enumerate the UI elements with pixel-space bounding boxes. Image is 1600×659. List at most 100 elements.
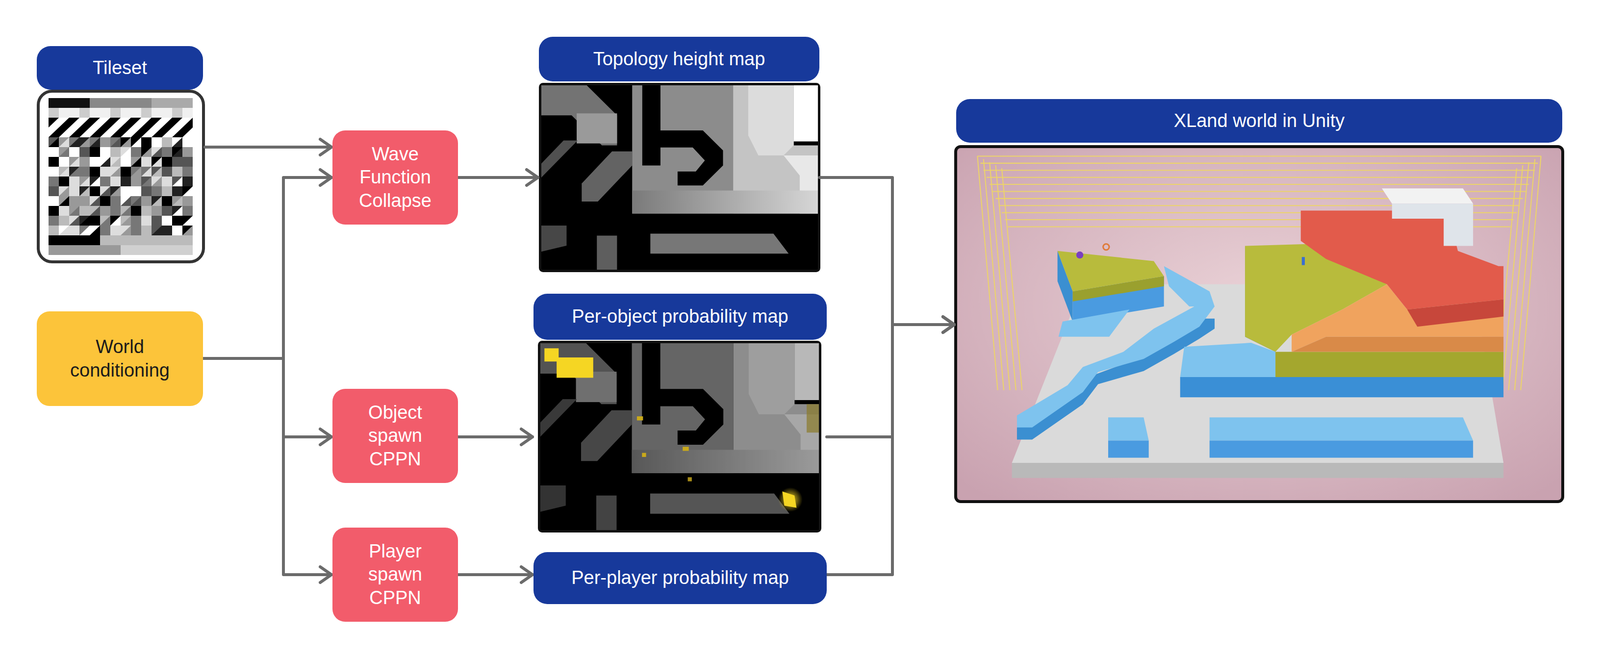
process-box: Player spawn CPPN [332, 527, 458, 622]
illustration-shape [151, 205, 162, 216]
illustration-shape [130, 186, 142, 197]
illustration-shape [89, 117, 101, 128]
illustration-shape [79, 127, 90, 138]
illustration-shape [182, 186, 193, 197]
illustration-shape [151, 215, 162, 226]
illustration-shape [151, 127, 162, 138]
illustration-shape [79, 176, 90, 187]
illustration-shape [161, 196, 173, 206]
illustration-shape [130, 137, 142, 148]
illustration-shape [687, 477, 692, 482]
illustration-shape [120, 205, 131, 216]
illustration-shape [89, 98, 101, 108]
illustration-shape [182, 156, 193, 167]
illustration-shape [79, 137, 90, 148]
illustration-shape [172, 166, 183, 177]
illustration-shape [182, 225, 193, 236]
illustration-shape [100, 166, 111, 177]
header-pill: Topology height map [538, 36, 820, 82]
illustration-shape [161, 205, 173, 216]
illustration-shape [172, 205, 183, 216]
flow-arrow [203, 358, 332, 437]
illustration-shape [48, 186, 59, 197]
illustration-shape [79, 186, 90, 197]
illustration-shape [120, 225, 131, 236]
illustration-shape [151, 166, 162, 177]
illustration-shape [778, 487, 803, 512]
illustration-shape [151, 225, 162, 236]
illustration-shape [69, 205, 80, 216]
illustration-shape [540, 343, 819, 531]
flow-arrow [457, 573, 533, 577]
illustration-shape [182, 186, 193, 197]
illustration-shape [89, 215, 101, 226]
illustration-shape [151, 147, 162, 157]
illustration-shape [100, 196, 111, 206]
illustration-shape [1407, 299, 1504, 328]
illustration-shape [130, 245, 142, 255]
illustration-shape [89, 137, 101, 148]
illustration-shape [556, 357, 594, 378]
illustration-shape [69, 196, 80, 206]
illustration-shape [977, 155, 1541, 478]
illustration-shape [151, 156, 162, 167]
illustration-shape [161, 156, 173, 167]
process-box: Object spawn CPPN [332, 388, 458, 483]
illustration-shape [172, 127, 183, 138]
illustration-shape [38, 91, 204, 262]
illustration-shape [636, 416, 643, 421]
node-label: Per-object probability map [571, 304, 788, 329]
illustration-shape [151, 196, 162, 206]
illustration-shape [151, 176, 162, 187]
illustration-shape [79, 127, 90, 138]
illustration-shape [58, 117, 70, 128]
illustration-shape [120, 166, 131, 177]
illustration-shape [48, 147, 59, 157]
illustration-shape [79, 147, 90, 157]
illustration-shape [48, 245, 59, 255]
illustration-shape [182, 98, 193, 108]
illustration-shape [995, 165, 1016, 391]
illustration-shape [172, 205, 183, 216]
illustration-shape [58, 166, 70, 177]
illustration-shape [540, 343, 819, 531]
illustration-shape [983, 169, 1536, 171]
illustration-shape [89, 196, 101, 206]
illustration-shape [130, 225, 142, 236]
illustration-shape [182, 147, 193, 157]
illustration-shape [172, 245, 183, 255]
illustration-shape [172, 156, 183, 167]
illustration-shape [48, 156, 59, 167]
illustration-shape [79, 225, 90, 236]
illustration-shape [182, 107, 193, 118]
illustration-shape [48, 205, 59, 216]
illustration-shape [151, 127, 162, 138]
illustration-shape [79, 137, 90, 148]
illustration-shape [58, 147, 70, 157]
illustration-shape [980, 162, 1539, 164]
node-label: Player spawn CPPN [348, 539, 442, 610]
flow-arrow [826, 324, 955, 575]
illustration-shape [48, 98, 193, 255]
illustration-shape [130, 137, 142, 148]
illustration-shape [58, 205, 70, 216]
world-panel: XLand world in Unity [955, 99, 1564, 504]
illustration-shape [1508, 162, 1529, 391]
illustration-shape [172, 176, 183, 187]
illustration-shape [69, 176, 80, 187]
illustration-shape [58, 117, 70, 128]
illustration-shape [182, 215, 193, 226]
illustration-shape [48, 107, 59, 118]
illustration-shape [100, 127, 111, 138]
illustration-shape [182, 235, 193, 246]
illustration-shape [120, 215, 131, 226]
illustration-shape [69, 245, 80, 255]
illustration-shape [182, 127, 193, 138]
flow-arrow [457, 176, 538, 179]
illustration-shape [58, 225, 70, 236]
node-label: World conditioning [51, 335, 189, 382]
illustration-shape [172, 215, 183, 226]
illustration-shape [161, 166, 173, 177]
illustration-shape [100, 186, 111, 197]
illustration-shape [58, 186, 70, 197]
